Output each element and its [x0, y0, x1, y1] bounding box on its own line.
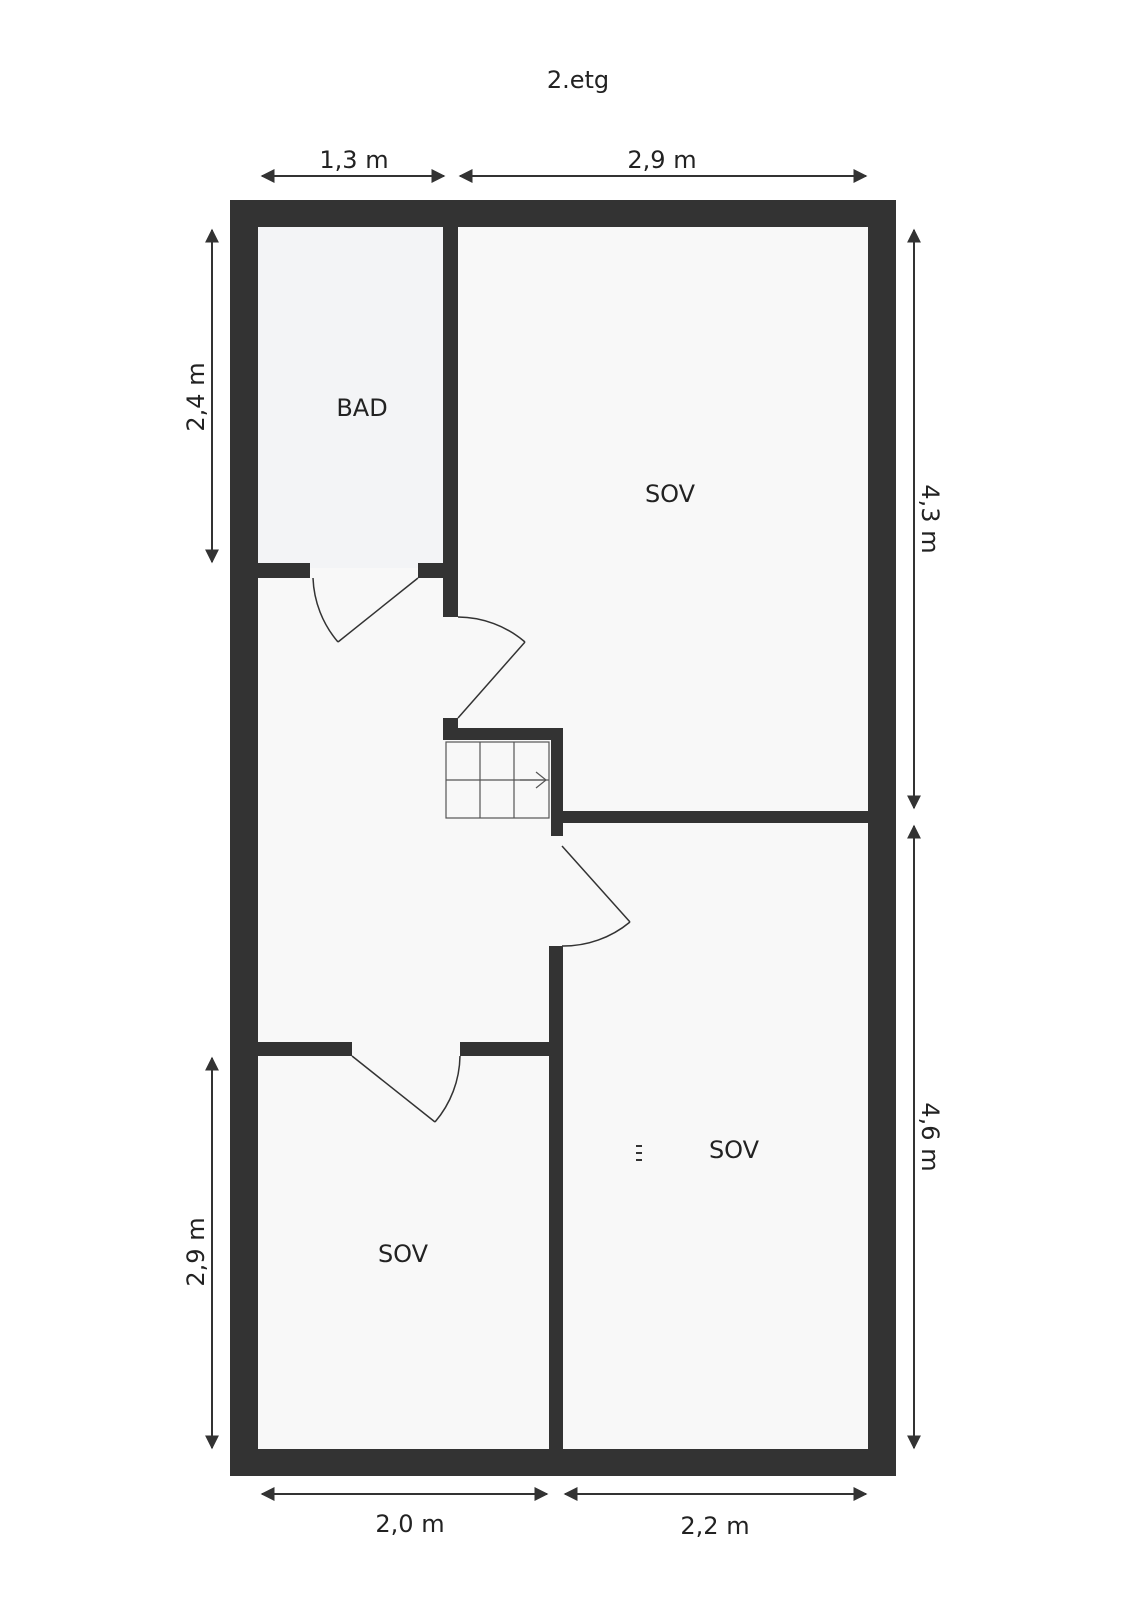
dimension-left-top: 2,4 m: [182, 362, 210, 431]
interior-walls: [258, 226, 868, 1450]
dimension-right-top: 4,3 m: [916, 484, 944, 553]
room-label-sov-bottom-right: SOV: [709, 1136, 760, 1164]
bedroom-top-door: [457, 616, 526, 719]
bathroom-floor: [258, 226, 444, 568]
bedroom-right-door: [561, 845, 631, 947]
outer-walls: [230, 200, 896, 1476]
dimension-right-bottom: 4,6 m: [916, 1102, 944, 1171]
dimension-left-bottom: 2,9 m: [182, 1217, 210, 1286]
radiator-icon: [636, 1145, 642, 1161]
bathroom-door: [312, 577, 419, 643]
room-label-sov-top: SOV: [645, 480, 696, 508]
floor-label: 2.etg: [547, 66, 609, 94]
dimension-bottom-right: 2,2 m: [680, 1512, 749, 1540]
dimension-bottom-left: 2,0 m: [375, 1510, 444, 1538]
dimension-top-right: 2,9 m: [627, 146, 696, 174]
room-label-bad: BAD: [336, 394, 387, 422]
dimension-top-left: 1,3 m: [319, 146, 388, 174]
bedroom-left-door: [351, 1055, 461, 1123]
staircase: [445, 741, 550, 819]
room-label-sov-bottom-left: SOV: [378, 1240, 429, 1268]
